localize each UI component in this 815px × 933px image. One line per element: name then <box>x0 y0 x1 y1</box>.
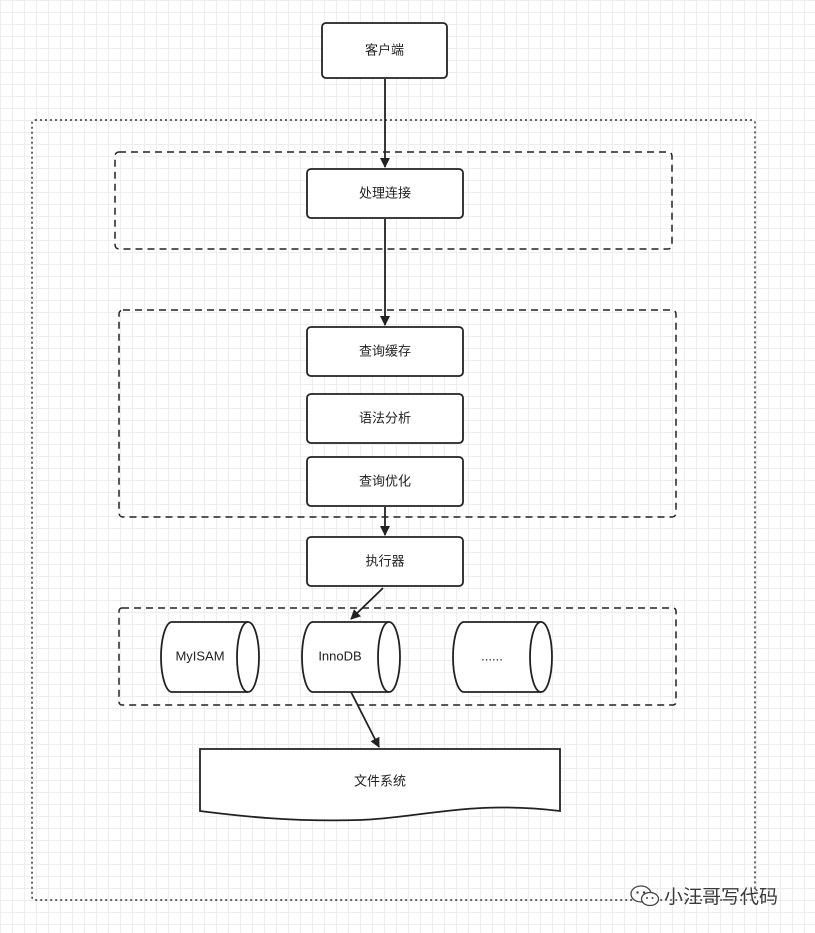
file-system-label: 文件系统 <box>354 775 406 790</box>
connection-node: 处理连接 <box>306 168 464 219</box>
client-label: 客户端 <box>365 43 404 59</box>
more-engines: ...... <box>452 621 553 693</box>
parser-label: 语法分析 <box>359 412 411 427</box>
innodb-label: InnoDB <box>318 648 361 663</box>
file-system-node: 文件系统 <box>199 748 561 822</box>
sql-layer-group <box>118 309 677 518</box>
executor-node: 执行器 <box>306 536 464 587</box>
connection-label: 处理连接 <box>359 186 411 202</box>
watermark-text: 小汪哥写代码 <box>664 886 779 908</box>
watermark: 小汪哥写代码 <box>630 882 778 909</box>
executor-label: 执行器 <box>365 555 404 570</box>
storage-engine-group <box>118 607 677 706</box>
myisam-engine: MyISAM <box>160 621 260 693</box>
arrow-executor-to-innodb <box>350 587 384 620</box>
more-engines-label: ...... <box>481 648 503 663</box>
innodb-engine: InnoDB <box>301 621 401 693</box>
arrow-innodb-to-filesystem <box>350 691 380 748</box>
query-cache-label: 查询缓存 <box>359 345 411 360</box>
wechat-icon <box>630 884 660 906</box>
client-node: 客户端 <box>321 22 448 79</box>
myisam-label: MyISAM <box>175 648 224 663</box>
optimizer-node: 查询优化 <box>306 456 464 507</box>
connection-layer-group <box>114 151 673 250</box>
query-cache-node: 查询缓存 <box>306 326 464 377</box>
parser-node: 语法分析 <box>306 393 464 444</box>
optimizer-label: 查询优化 <box>359 475 411 490</box>
